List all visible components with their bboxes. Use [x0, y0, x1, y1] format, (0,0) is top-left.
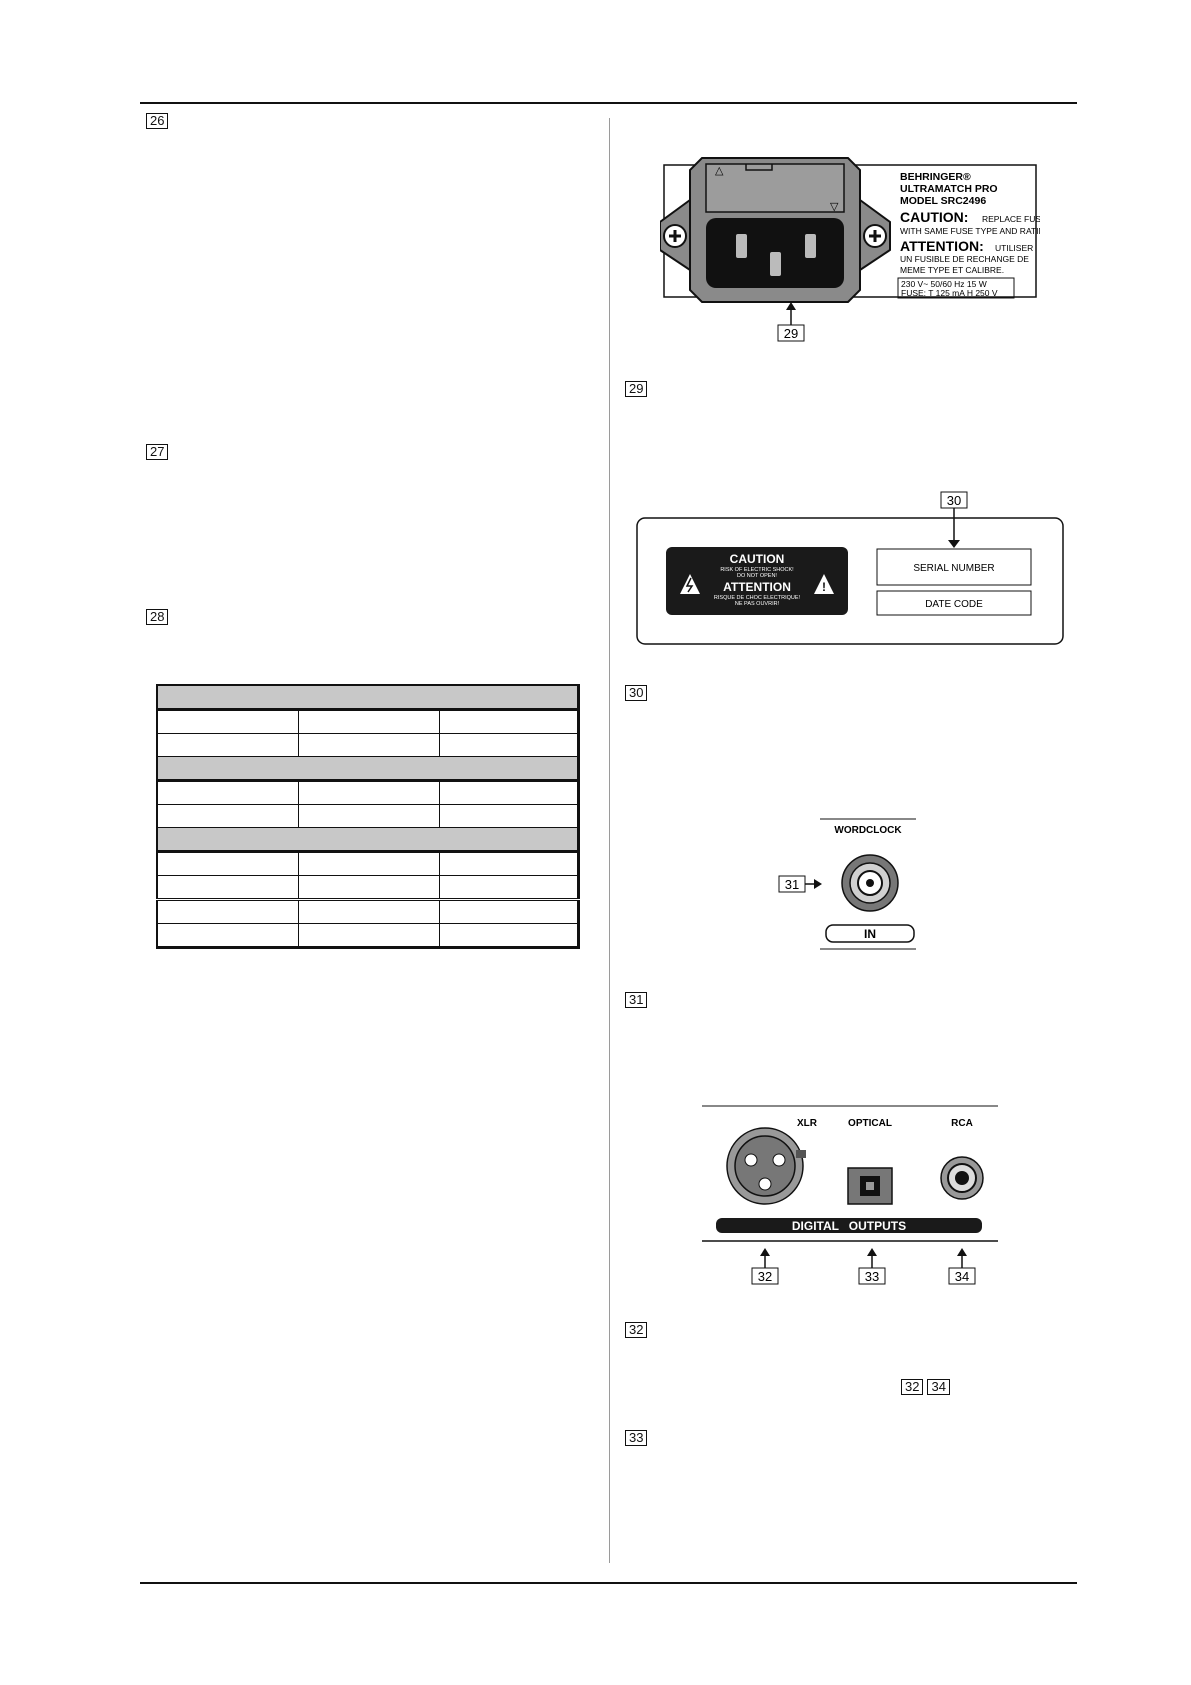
fuse-drawer	[705, 163, 845, 213]
sticker-caution-sub1: RISK OF ELECTRIC SHOCK!	[720, 567, 794, 573]
sticker-caution-sub2: DO NOT OPEN!	[737, 573, 777, 579]
callout-30-arrowhead	[948, 540, 960, 548]
callout-34-box	[948, 1267, 976, 1285]
inline-ref-from: 32	[901, 1379, 924, 1395]
callout-34-label: 34	[955, 1269, 969, 1284]
table-row	[157, 899, 579, 924]
rating-box	[897, 277, 1015, 299]
label-brand: BEHRINGER®	[900, 171, 971, 183]
inline-reference-32-34: 32 34	[901, 1379, 950, 1395]
section-marker-28: 28	[146, 609, 169, 625]
footer-rule	[140, 1582, 1077, 1584]
callout-32-label: 32	[758, 1269, 772, 1284]
sticker-attention: ATTENTION	[723, 580, 791, 594]
table-row	[157, 709, 579, 734]
sticker-attention-sub2: NE PAS OUVRIR!	[735, 601, 780, 607]
callout-33-label: 33	[865, 1269, 879, 1284]
wordclock-in-badge	[825, 924, 915, 943]
label-caution-title: CAUTION:	[900, 209, 968, 225]
table-row	[157, 851, 579, 876]
bnc-pin	[866, 879, 874, 887]
callout-33-box	[858, 1267, 886, 1285]
callout-31-label: 31	[785, 877, 799, 892]
table-row	[157, 923, 579, 948]
digital-outputs-banner-label: DIGITAL OUTPUTS	[792, 1219, 906, 1233]
callout-29-box	[777, 324, 805, 342]
inline-ref-to: 34	[927, 1379, 950, 1395]
xlr-label: XLR	[797, 1118, 818, 1129]
label-caution-line2: WITH SAME FUSE TYPE AND RATING.	[900, 226, 1040, 236]
optical-core	[866, 1182, 874, 1190]
power-inlet-figure: △ ▽ BEHRINGER® ULTRAMATCH PRO MODEL SRC2…	[660, 157, 1040, 342]
screw-left-cross	[669, 230, 681, 242]
rca-center	[955, 1171, 969, 1185]
digital-outputs-figure: XLR OPTICAL RCA DIGITAL OUTPUTS 32 33 34	[702, 1105, 998, 1285]
callout-30-label: 30	[947, 493, 961, 508]
table-row	[157, 804, 579, 828]
exclamation-glyph: !	[822, 580, 826, 594]
label-attention-line2: UN FUSIBLE DE RECHANGE DE	[900, 254, 1029, 264]
iec-pin-left	[736, 234, 747, 258]
table-row	[157, 875, 579, 901]
label-attention-line3: MEME TYPE ET CALIBRE.	[900, 265, 1004, 275]
label-attention-title: ATTENTION:	[900, 238, 984, 254]
xlr-pin-3	[758, 1177, 772, 1191]
header-rule	[140, 102, 1077, 104]
serial-number-box	[876, 548, 1032, 586]
section-marker-32: 32	[625, 1322, 648, 1338]
serial-number-label: SERIAL NUMBER	[913, 563, 994, 574]
shock-bolt	[685, 577, 694, 593]
callout-34-arrowhead	[957, 1248, 967, 1256]
label-rating-line2: FUSE: T 125 mA H 250 V	[901, 288, 998, 298]
optical-label: OPTICAL	[848, 1118, 892, 1129]
label-model: MODEL SRC2496	[900, 195, 986, 207]
sticker-caution: CAUTION	[730, 552, 785, 566]
xlr-pin-1	[744, 1153, 758, 1167]
drawer-arrow-up-icon: △	[715, 165, 724, 177]
callout-29-arrowhead	[786, 302, 796, 310]
screw-right-cross	[869, 230, 881, 242]
callout-31-arrowhead	[814, 879, 822, 889]
date-code-box	[876, 590, 1032, 616]
section-marker-30: 30	[625, 685, 648, 701]
section-marker-26: 26	[146, 113, 169, 129]
label-attention-line1: UTILISER	[995, 243, 1033, 253]
fuse-drawer-notch	[745, 164, 773, 171]
table-band-row	[157, 685, 579, 711]
shock-warning-icon	[680, 574, 700, 594]
table-band-row	[157, 756, 579, 782]
caution-sticker	[666, 547, 848, 615]
column-divider	[609, 118, 610, 1563]
table-band-row	[157, 827, 579, 853]
section-marker-29: 29	[625, 381, 648, 397]
xlr-face	[734, 1135, 796, 1197]
rca-label: RCA	[951, 1118, 973, 1129]
callout-33-arrowhead	[867, 1248, 877, 1256]
section-marker-33: 33	[625, 1430, 648, 1446]
section-marker-31: 31	[625, 992, 648, 1008]
xlr-pin-2	[772, 1153, 786, 1167]
wordclock-title: WORDCLOCK	[834, 825, 902, 836]
label-rating-line1: 230 V~ 50/60 Hz 15 W	[901, 279, 987, 289]
iec-pin-earth	[770, 252, 781, 276]
label-caution-line1: REPLACE FUSE	[982, 214, 1040, 224]
callout-32-arrowhead	[760, 1248, 770, 1256]
iec-pin-right	[805, 234, 816, 258]
callout-29-label: 29	[784, 326, 798, 341]
table-row	[157, 780, 579, 805]
section-marker-27: 27	[146, 444, 169, 460]
drawer-arrow-down-icon: ▽	[830, 201, 839, 213]
wordclock-figure: WORDCLOCK IN 31	[778, 818, 916, 950]
spec-table	[156, 684, 580, 949]
exclamation-warning-icon	[814, 574, 834, 594]
label-product: ULTRAMATCH PRO	[900, 183, 998, 195]
date-code-label: DATE CODE	[925, 599, 983, 610]
xlr-latch	[796, 1150, 806, 1158]
digital-outputs-banner	[716, 1218, 982, 1233]
callout-32-box	[751, 1267, 779, 1285]
table-row	[157, 733, 579, 757]
wordclock-in-label: IN	[864, 927, 876, 941]
sticker-attention-sub1: RISQUE DE CHOC ELECTRIQUE!	[714, 595, 801, 601]
serial-plate-figure: ! CAUTION RISK OF ELECTRIC SHOCK! DO NOT…	[636, 491, 1064, 645]
